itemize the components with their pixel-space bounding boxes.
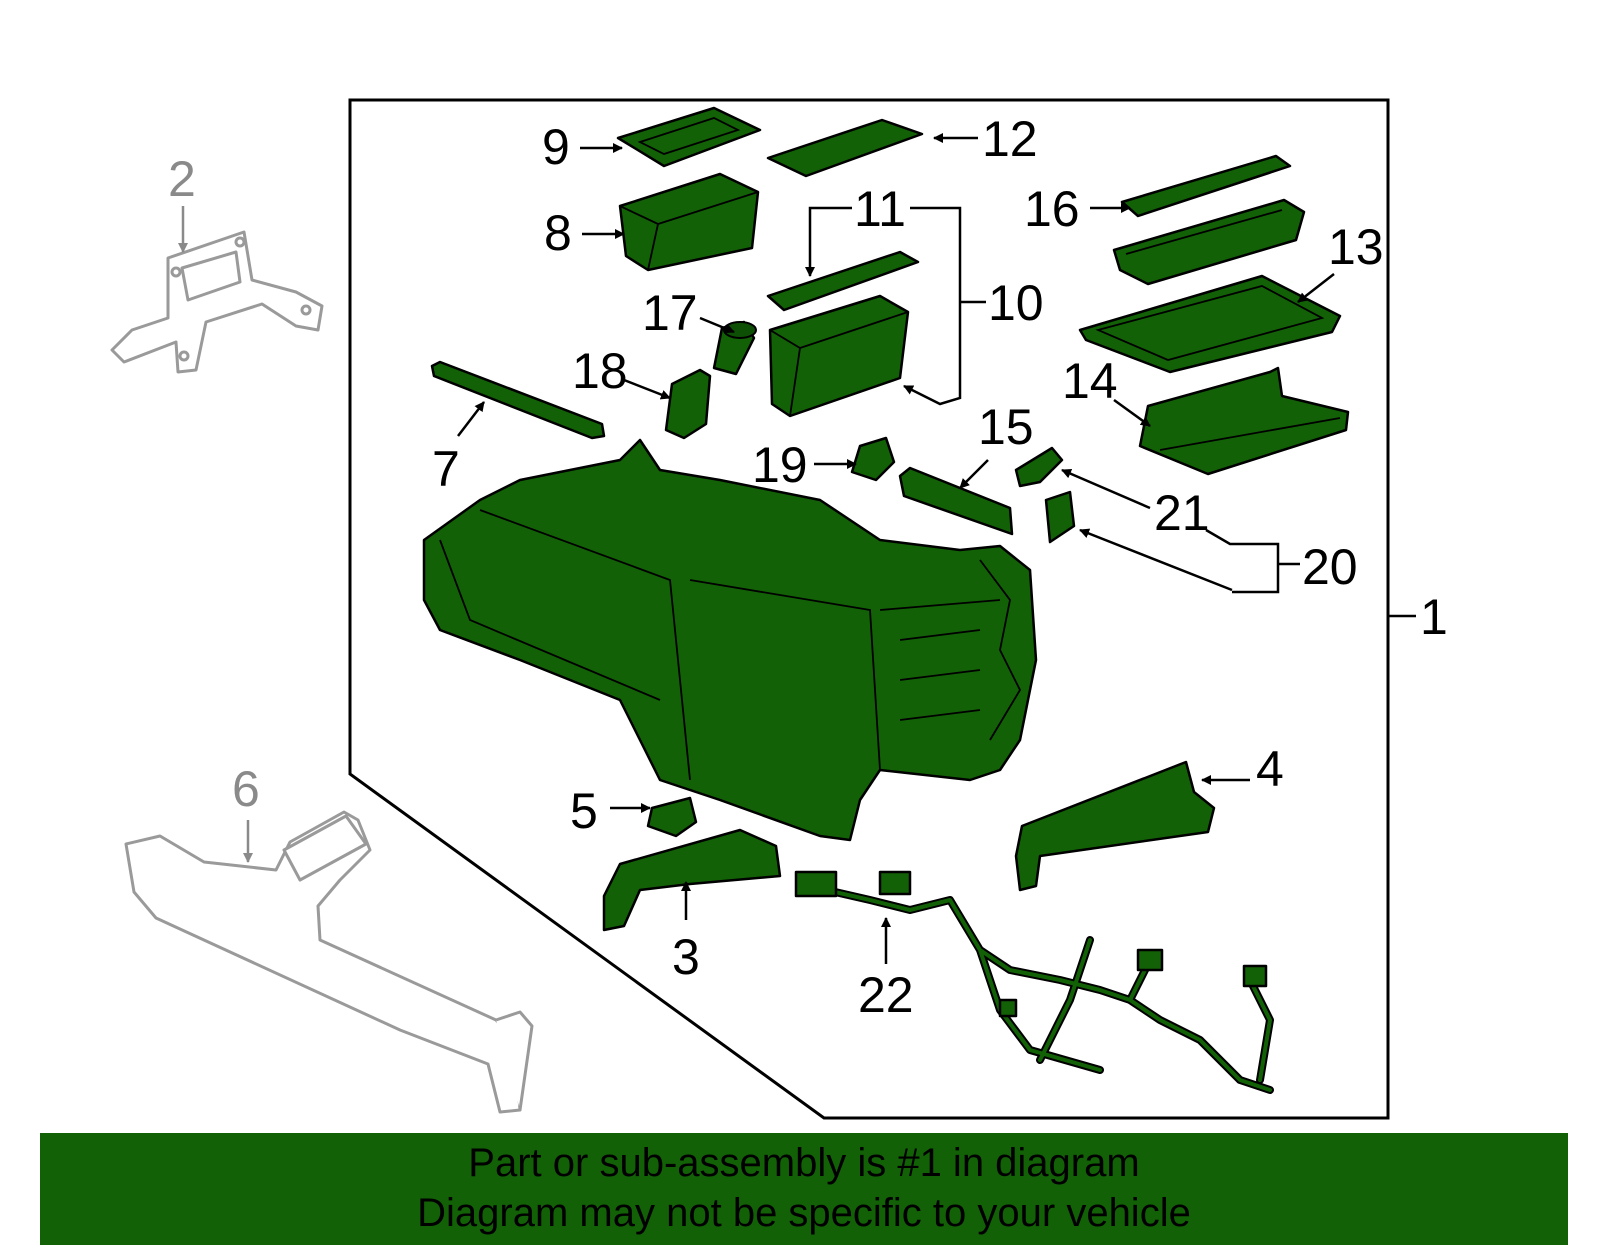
part-15-panel [898,466,1014,536]
callout-15: 15 [978,399,1034,455]
part-11-cover [766,250,920,312]
part-3-bracket [602,828,782,932]
callout-19: 19 [752,437,808,493]
callout-21: 21 [1154,485,1210,541]
part-4-bracket [1014,760,1216,892]
callout-7: 7 [432,441,460,497]
callout-9: 9 [542,119,570,175]
callout-12: 12 [982,111,1038,167]
callout-labels: 1 2 3 4 5 6 7 8 9 10 11 12 13 14 15 16 1… [168,111,1448,1023]
callout-14: 14 [1062,353,1118,409]
assembly-frame [348,98,1390,1120]
callout-2: 2 [168,151,196,207]
callout-8: 8 [544,205,572,261]
callout-10: 10 [988,275,1044,331]
leader-lines [178,133,1416,964]
part-2-bracket [110,230,324,374]
callout-6: 6 [232,761,260,817]
part-18-bezel [664,368,712,440]
callout-16: 16 [1024,181,1080,237]
callout-4: 4 [1256,741,1284,797]
disclaimer-banner: Part or sub-assembly is #1 in diagram Di… [40,1133,1568,1245]
part-9-lid [616,106,762,168]
part-16-cover [1120,154,1292,218]
part-14-insert [1138,366,1350,476]
part-12-cover [766,118,924,178]
callout-1: 1 [1420,589,1448,645]
part-13-tray [1112,198,1306,286]
callout-17: 17 [642,285,698,341]
part-10-bin [768,294,910,418]
callout-5: 5 [570,783,598,839]
part-22-harness [794,870,1274,1094]
banner-line-2: Diagram may not be specific to your vehi… [417,1191,1191,1235]
part-7-rail [430,360,606,440]
part-1-console [422,438,1038,842]
callout-22: 22 [858,967,914,1023]
part-17-cup [712,320,757,376]
part-13-mat [1078,274,1342,374]
part-5-switch [646,796,698,838]
part-21-lens [1014,446,1064,488]
banner-line-1: Part or sub-assembly is #1 in diagram [468,1141,1140,1185]
part-19-switch [850,436,896,482]
part-20-bracket [1044,490,1076,544]
part-6-trim [124,810,534,1114]
callout-13: 13 [1328,219,1384,275]
callout-3: 3 [672,929,700,985]
callout-18: 18 [572,343,628,399]
callout-20: 20 [1302,539,1358,595]
callout-11: 11 [854,181,906,237]
part-8-bin [618,172,760,272]
